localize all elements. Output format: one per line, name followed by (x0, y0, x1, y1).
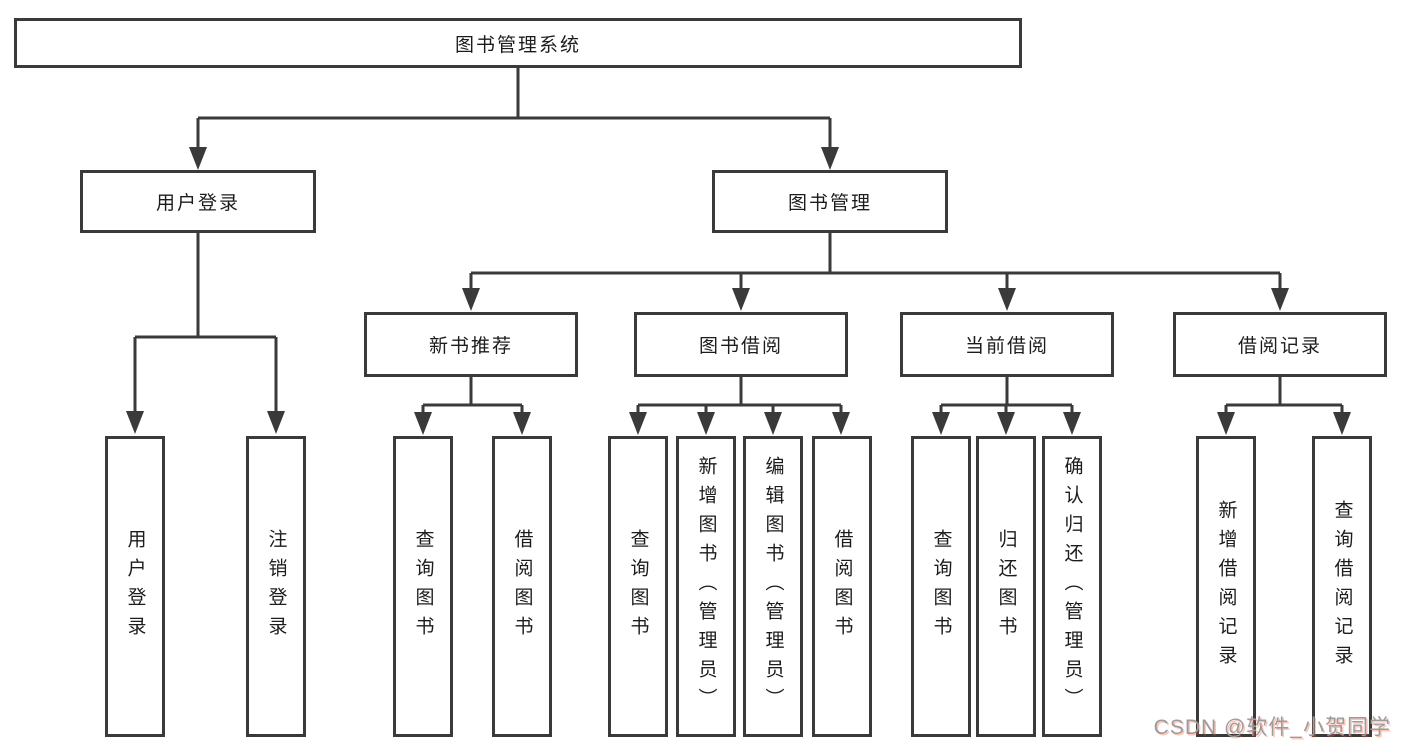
leaf-label: 用户登录 (124, 528, 146, 645)
leaf-label: 新增借阅记录 (1215, 499, 1237, 674)
leaf-query-book-current: 查询图书 (911, 436, 971, 737)
leaf-label: 新增图书（管理员） (695, 456, 717, 717)
leaf-label: 查询图书 (627, 528, 649, 645)
arrowhead (998, 288, 1016, 311)
connector-new-book-recommend-to-leaves (421, 377, 524, 413)
leaf-borrow-book-recommend: 借阅图书 (492, 436, 552, 737)
leaf-label: 借阅图书 (511, 528, 533, 645)
leaf-label: 注销登录 (265, 528, 287, 645)
arrowhead (764, 412, 782, 435)
leaf-add-borrow-record: 新增借阅记录 (1196, 436, 1256, 737)
leaf-add-book-admin: 新增图书（管理员） (676, 436, 736, 737)
leaf-user-login: 用户登录 (105, 436, 165, 737)
arrowhead (821, 147, 839, 170)
leaf-query-borrow-record: 查询借阅记录 (1312, 436, 1372, 737)
arrowhead (513, 412, 531, 435)
leaf-label: 编辑图书（管理员） (762, 456, 784, 717)
connector-current-borrow-to-leaves (939, 377, 1074, 413)
connector-borrow-record-to-leaves (1224, 377, 1344, 413)
node-borrow-record: 借阅记录 (1173, 312, 1387, 377)
leaf-label: 查询图书 (930, 528, 952, 645)
node-current-borrow: 当前借阅 (900, 312, 1114, 377)
arrowhead (1333, 412, 1351, 435)
arrowhead (1063, 412, 1081, 435)
arrowhead (267, 411, 285, 434)
leaf-edit-book-admin: 编辑图书（管理员） (743, 436, 803, 737)
leaf-label: 确认归还（管理员） (1061, 456, 1083, 717)
node-user-login: 用户登录 (80, 170, 316, 233)
leaf-label: 查询图书 (412, 528, 434, 645)
arrowhead (629, 412, 647, 435)
arrowheads (126, 147, 1351, 435)
arrowhead (126, 411, 144, 434)
leaf-borrow-book: 借阅图书 (812, 436, 872, 737)
arrowhead (732, 288, 750, 311)
connector-user-login-to-leaves (133, 233, 278, 412)
leaf-logout: 注销登录 (246, 436, 306, 737)
arrowhead (189, 147, 207, 170)
leaf-label: 归还图书 (995, 528, 1017, 645)
arrowhead (1271, 288, 1289, 311)
arrowhead (997, 412, 1015, 435)
connector-book-borrow-to-leaves (636, 377, 843, 413)
arrowhead (462, 288, 480, 311)
leaf-confirm-return-admin: 确认归还（管理员） (1042, 436, 1102, 737)
connector-root-to-level2 (196, 68, 832, 147)
csdn-watermark: CSDN @软件_小贺同学 (1153, 716, 1391, 739)
node-book-borrow: 图书借阅 (634, 312, 848, 377)
arrowhead (697, 412, 715, 435)
leaf-label: 借阅图书 (831, 528, 853, 645)
arrowhead (932, 412, 950, 435)
leaf-label: 查询借阅记录 (1331, 499, 1353, 674)
arrowhead (832, 412, 850, 435)
arrowhead (414, 412, 432, 435)
leaf-return-book: 归还图书 (976, 436, 1036, 737)
connector-book-management-to-level3 (469, 233, 1282, 289)
leaf-query-book-recommend: 查询图书 (393, 436, 453, 737)
node-book-management: 图书管理 (712, 170, 948, 233)
node-root-system: 图书管理系统 (14, 18, 1022, 68)
leaf-query-book-borrow: 查询图书 (608, 436, 668, 737)
arrowhead (1217, 412, 1235, 435)
node-new-book-recommend: 新书推荐 (364, 312, 578, 377)
